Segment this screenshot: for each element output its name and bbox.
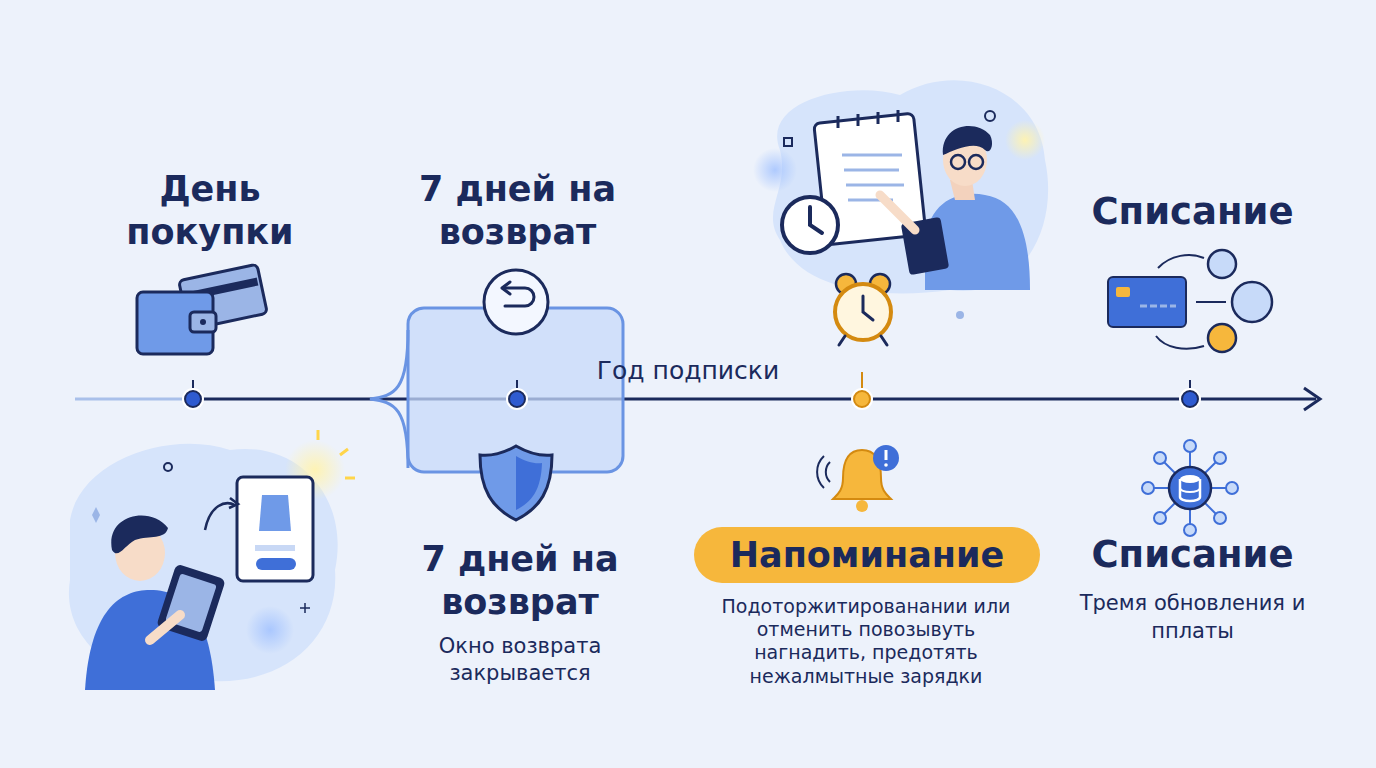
shield-icon [480, 446, 552, 520]
bell-icon [817, 445, 899, 512]
milestone-note: Тремя обновления и пплаты [1060, 590, 1325, 645]
milestone-note: Подоторжитированании или отменить повозы… [705, 595, 1027, 688]
milestone-note: Окно возврата закрывается [400, 633, 640, 687]
alarm-clock-icon [835, 274, 891, 345]
milestone-title: Списание [1060, 190, 1325, 234]
timeline-label: Год подписки [578, 356, 798, 386]
reminder-pill: Напоминание [694, 527, 1040, 583]
milestone-title: День покупки [95, 168, 325, 253]
milestone-title: Списание [1055, 533, 1330, 577]
timeline [75, 388, 1320, 410]
return-icon [484, 270, 548, 334]
buyer-illustration [69, 430, 355, 690]
node-text: Напоминание [730, 535, 1005, 575]
milestone-title: 7 дней на возврат [385, 168, 650, 253]
return-window-bracket [370, 308, 623, 472]
payment-icon [1108, 250, 1272, 352]
planner-illustration [753, 80, 1048, 319]
database-network-icon [1142, 440, 1238, 536]
wallet-icon [137, 264, 267, 354]
milestone-title: 7 дней на возврат [385, 538, 655, 623]
